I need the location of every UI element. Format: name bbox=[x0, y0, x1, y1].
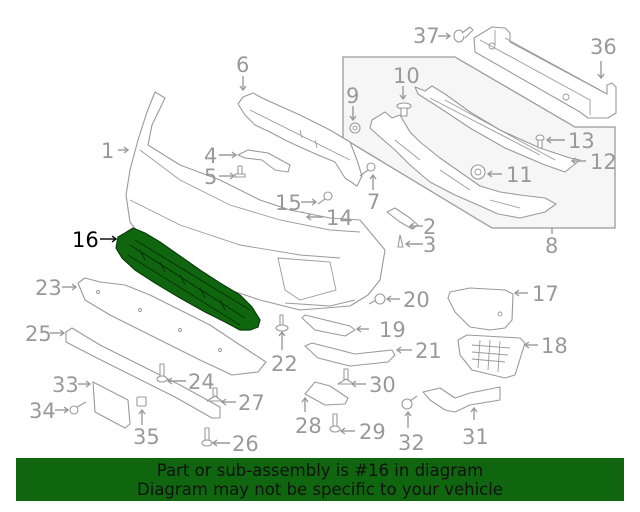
callout-16[interactable]: 16 bbox=[72, 228, 99, 252]
callout-5[interactable]: 5 bbox=[204, 165, 217, 189]
upper-support-6[interactable] bbox=[237, 92, 363, 187]
callout-20[interactable]: 20 bbox=[403, 288, 430, 312]
bracket-28[interactable] bbox=[304, 381, 349, 406]
screw-27[interactable] bbox=[206, 387, 223, 402]
callout-2[interactable]: 2 bbox=[423, 215, 436, 239]
callout-17[interactable]: 17 bbox=[532, 282, 559, 306]
callout-27[interactable]: 27 bbox=[238, 391, 265, 415]
impact-bar-36[interactable] bbox=[473, 26, 617, 119]
callout-19[interactable]: 19 bbox=[379, 318, 406, 342]
screw-29[interactable] bbox=[329, 413, 341, 433]
callout-18[interactable]: 18 bbox=[541, 334, 568, 358]
callout-28[interactable]: 28 bbox=[295, 414, 322, 438]
license-bracket-33[interactable] bbox=[92, 381, 131, 429]
screw-15[interactable] bbox=[317, 191, 333, 205]
callout-36[interactable]: 36 bbox=[590, 35, 617, 59]
retainer-10[interactable] bbox=[396, 102, 412, 117]
nut-9[interactable] bbox=[349, 122, 361, 134]
callout-34[interactable]: 34 bbox=[29, 399, 56, 423]
screw-24[interactable] bbox=[156, 363, 168, 383]
callout-6[interactable]: 6 bbox=[236, 53, 249, 77]
callout-21[interactable]: 21 bbox=[415, 339, 442, 363]
screw-3[interactable] bbox=[397, 234, 404, 248]
callout-29[interactable]: 29 bbox=[359, 420, 386, 444]
molding-21[interactable] bbox=[304, 342, 396, 367]
callout-4[interactable]: 4 bbox=[204, 144, 217, 168]
assembly-8-box bbox=[342, 56, 616, 229]
callout-3[interactable]: 3 bbox=[423, 233, 436, 257]
leader-lines bbox=[50, 32, 605, 447]
screw-32[interactable] bbox=[401, 395, 418, 410]
lower-absorber-8[interactable] bbox=[369, 111, 557, 219]
callout-15[interactable]: 15 bbox=[275, 191, 302, 215]
duct-31[interactable] bbox=[422, 386, 501, 413]
callout-7[interactable]: 7 bbox=[367, 190, 380, 214]
lower-reinforcement-25[interactable] bbox=[65, 327, 221, 419]
banner-line-disclaimer: Diagram may not be specific to your vehi… bbox=[137, 480, 503, 499]
callout-11[interactable]: 11 bbox=[506, 163, 533, 187]
nut-35[interactable] bbox=[136, 396, 147, 407]
bracket-4[interactable] bbox=[237, 149, 291, 173]
bolt-5[interactable] bbox=[234, 165, 246, 178]
callout-31[interactable]: 31 bbox=[462, 425, 489, 449]
callout-24[interactable]: 24 bbox=[188, 370, 215, 394]
molding-19[interactable] bbox=[301, 314, 356, 337]
screw-26[interactable] bbox=[201, 427, 213, 447]
push-pin-13[interactable] bbox=[535, 134, 545, 149]
bracket-2[interactable] bbox=[386, 207, 419, 230]
callout-14[interactable]: 14 bbox=[326, 206, 353, 230]
callout-25[interactable]: 25 bbox=[25, 322, 52, 346]
screw-30[interactable] bbox=[337, 368, 355, 385]
lower-deflector-23[interactable] bbox=[77, 277, 267, 376]
clip-11[interactable] bbox=[470, 164, 486, 180]
screw-7[interactable] bbox=[359, 162, 376, 177]
callout-22[interactable]: 22 bbox=[271, 352, 298, 376]
callout-9[interactable]: 9 bbox=[346, 84, 359, 108]
callout-10[interactable]: 10 bbox=[393, 64, 420, 88]
callout-13[interactable]: 13 bbox=[568, 129, 595, 153]
callout-30[interactable]: 30 bbox=[369, 373, 396, 397]
screw-20[interactable] bbox=[368, 293, 386, 305]
callout-37[interactable]: 37 bbox=[413, 24, 440, 48]
screw-34[interactable] bbox=[69, 401, 87, 415]
callout-8[interactable]: 8 bbox=[545, 234, 558, 258]
bumper-cover-1[interactable] bbox=[125, 91, 386, 311]
banner-line-part: Part or sub-assembly is #16 in diagram bbox=[156, 461, 484, 480]
callout-1[interactable]: 1 bbox=[101, 139, 114, 163]
screw-22[interactable] bbox=[275, 314, 289, 332]
callout-26[interactable]: 26 bbox=[232, 432, 259, 456]
bolt-37[interactable] bbox=[453, 26, 474, 43]
grille-16[interactable] bbox=[115, 227, 261, 331]
callout-23[interactable]: 23 bbox=[35, 276, 62, 300]
side-grille-18[interactable] bbox=[457, 334, 526, 379]
fog-lamp-bezel-17[interactable] bbox=[447, 287, 514, 331]
callout-35[interactable]: 35 bbox=[133, 425, 160, 449]
callout-12[interactable]: 12 bbox=[590, 150, 617, 174]
info-banner: Part or sub-assembly is #16 in diagram D… bbox=[16, 458, 624, 501]
callout-32[interactable]: 32 bbox=[398, 431, 425, 455]
callout-33[interactable]: 33 bbox=[52, 373, 79, 397]
